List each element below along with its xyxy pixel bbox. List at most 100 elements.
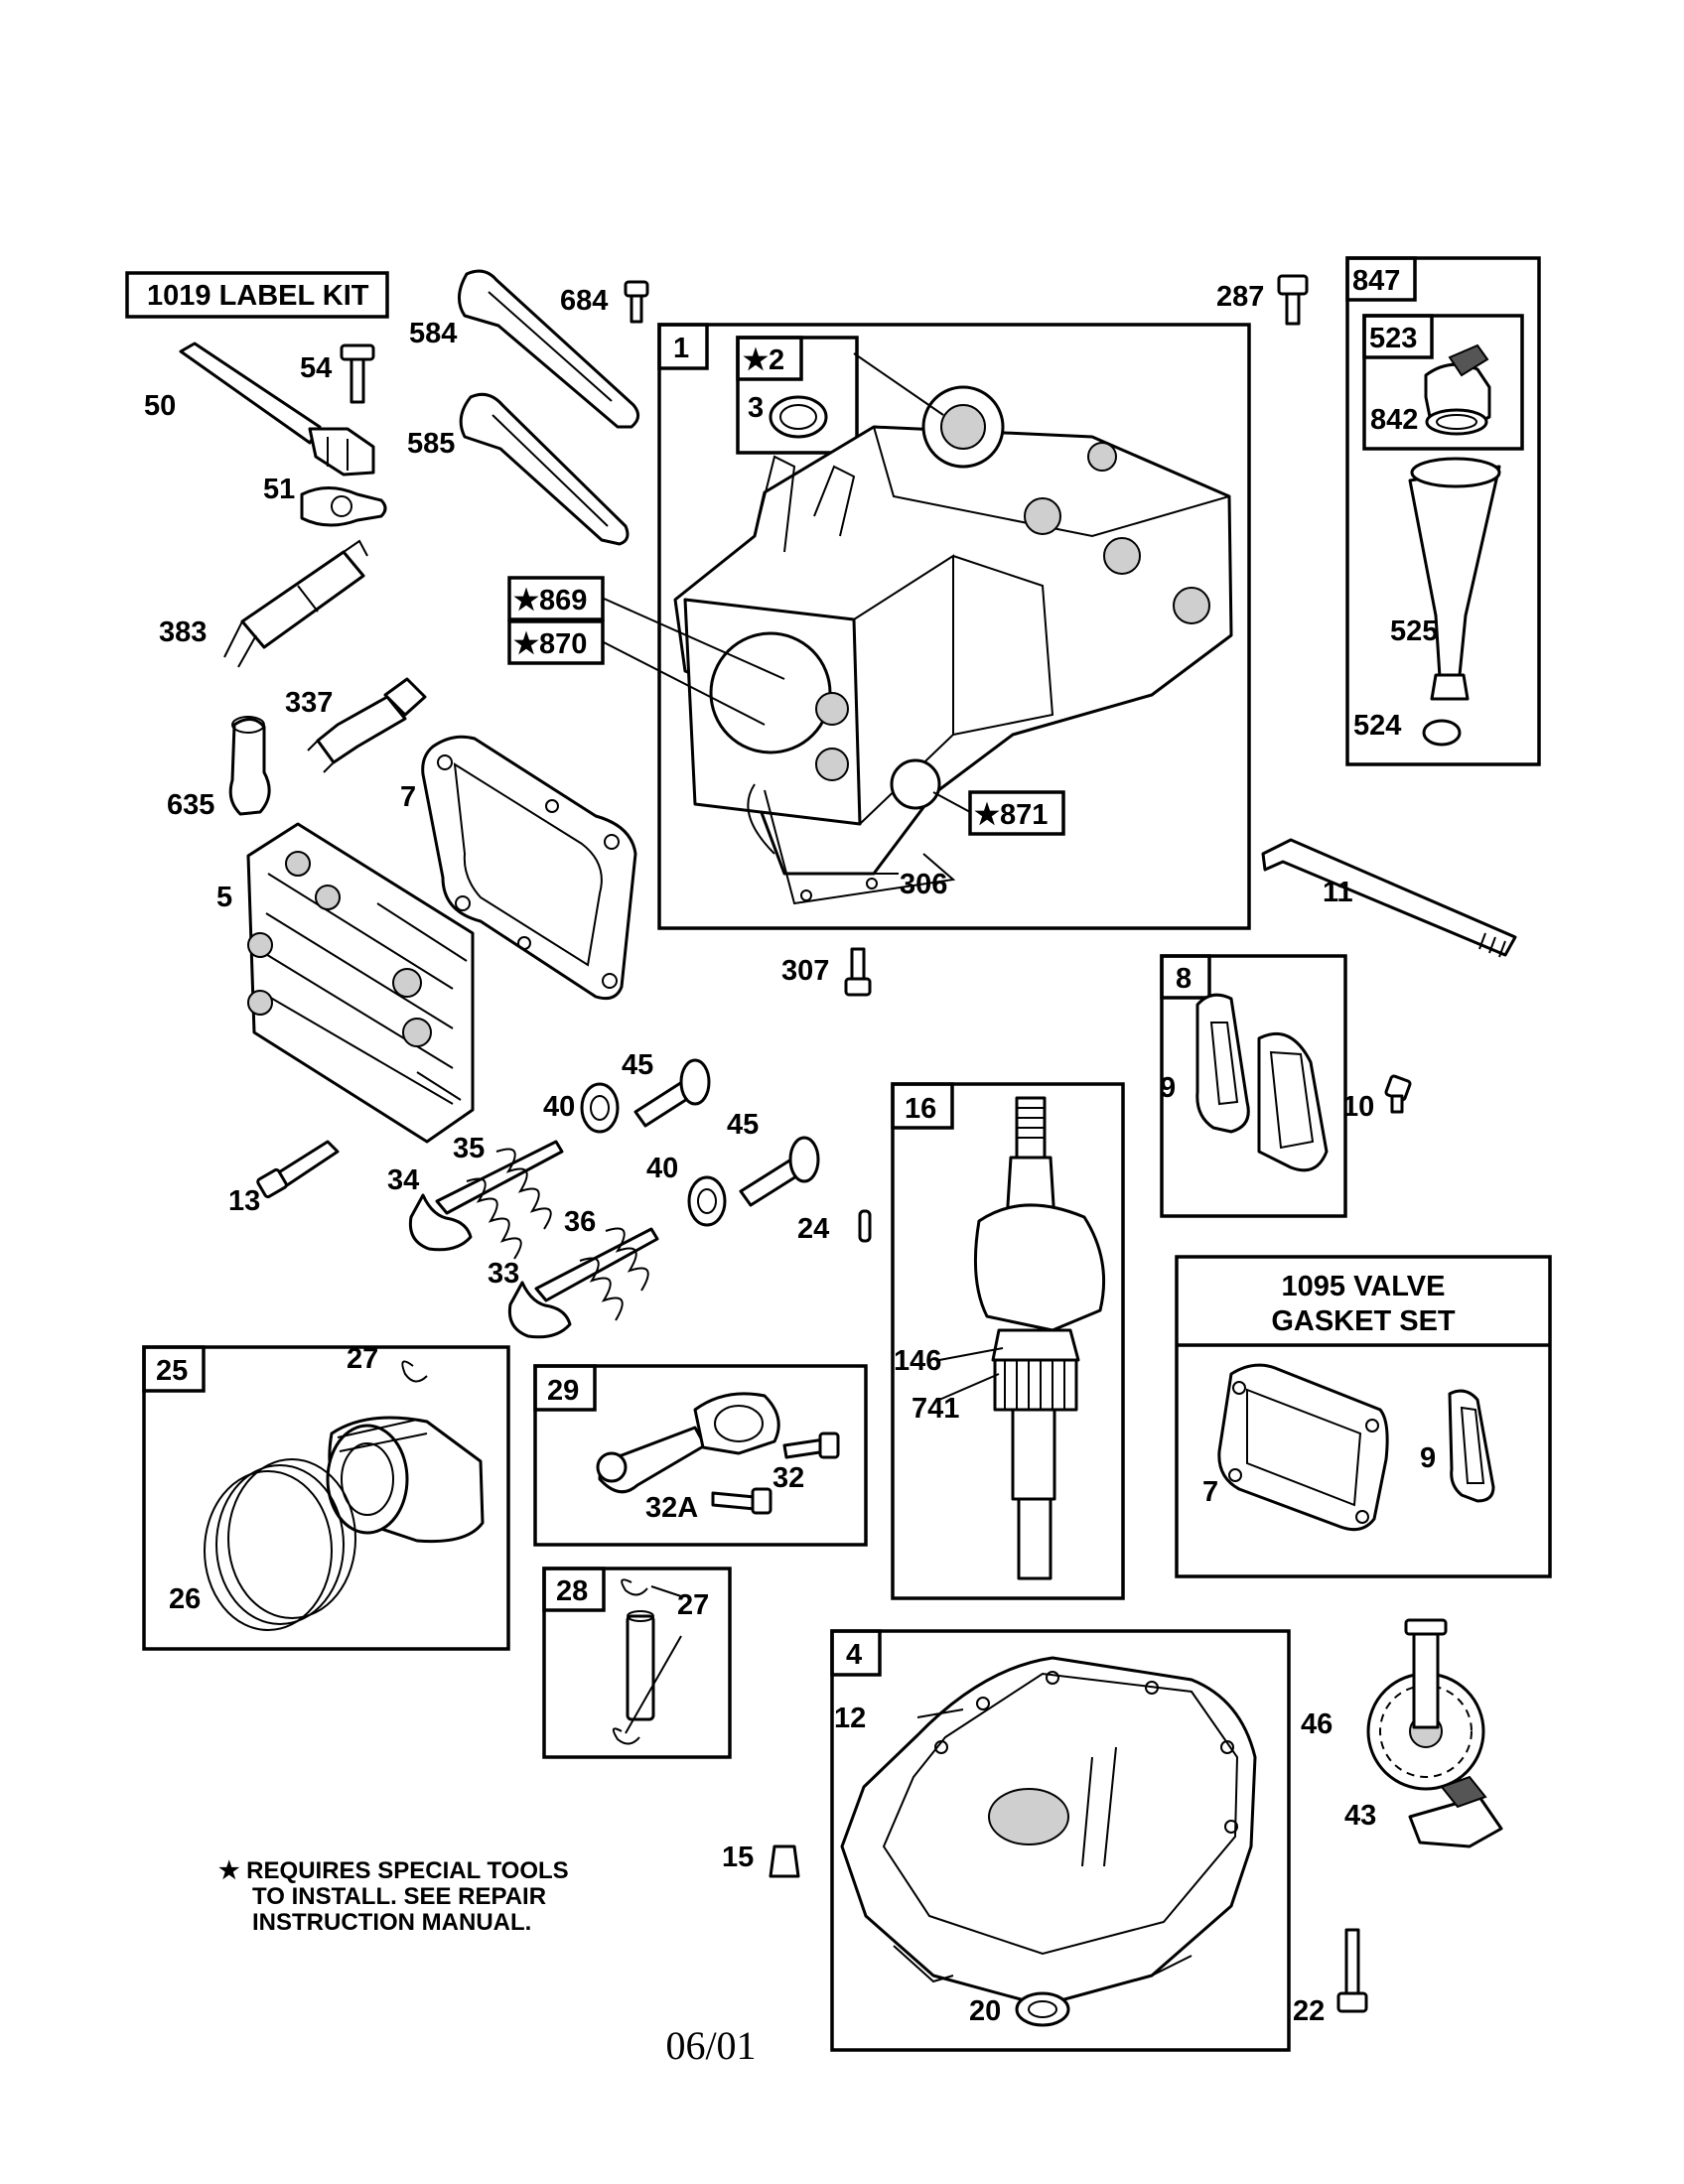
valve-gasket-title-1: 1095 VALVE [1282, 1271, 1446, 1302]
spark-plug-337-part [307, 677, 427, 773]
gasket-8-group: 8 [1160, 954, 1347, 1218]
label-22: 22 [1293, 1995, 1325, 2027]
label-27-pin: 27 [677, 1589, 709, 1621]
label-525: 525 [1390, 615, 1438, 647]
clip-27a-part [401, 1360, 428, 1383]
label-146: 146 [894, 1345, 941, 1377]
fuel-pipe-383-part [223, 539, 368, 668]
valve-spring-36-part [579, 1227, 649, 1321]
label-46: 46 [1301, 1708, 1333, 1740]
breather-gasket-585-part [459, 392, 630, 546]
label-54: 54 [300, 352, 332, 384]
dipstick-cap-523-part [1424, 343, 1491, 427]
footer-date: 06/01 [665, 2023, 756, 2068]
camshaft-gear-part [1366, 1618, 1485, 1791]
box-label-4: 4 [846, 1639, 862, 1671]
box-label-29: 29 [547, 1375, 579, 1407]
valve-spring-35-part [466, 1148, 552, 1260]
label-43: 43 [1344, 1800, 1376, 1832]
valve-cover-part [1257, 1032, 1329, 1172]
label-3: 3 [748, 392, 764, 424]
label-307: 307 [781, 955, 829, 987]
label-524: 524 [1353, 710, 1401, 742]
label-383: 383 [159, 616, 207, 648]
fill-tube-11-part [1261, 838, 1517, 958]
tappet-45a-part [633, 1058, 711, 1128]
label-7-head-gasket: 7 [400, 781, 416, 813]
o-ring-524-part [1422, 719, 1462, 747]
bolt-287-part [1277, 274, 1309, 326]
label-24: 24 [797, 1213, 829, 1245]
seal-3-part [769, 395, 828, 439]
dipstick-tube-525-part [1408, 457, 1501, 701]
piston-rings-26-part [204, 1458, 356, 1631]
note-line-3: INSTRUCTION MANUAL. [252, 1909, 531, 1936]
valve-gasket-title-2: GASKET SET [1271, 1305, 1456, 1337]
spring-retainer-40a-part [580, 1082, 620, 1134]
pin-24-part [858, 1209, 872, 1243]
label-337: 337 [285, 687, 333, 719]
connecting-rod-group-29: 29 [533, 1364, 868, 1547]
box-label-25: 25 [156, 1355, 188, 1387]
label-5: 5 [216, 882, 232, 913]
seal-2-group: ★2 [736, 336, 859, 455]
box-label-1: 1 [673, 333, 689, 364]
label-50: 50 [144, 390, 176, 422]
label-51: 51 [263, 474, 295, 505]
piston-group-25: 25 [142, 1345, 510, 1651]
spring-retainer-40b-part [687, 1175, 727, 1227]
label-584: 584 [409, 318, 457, 349]
rod-bolt-32-part [782, 1432, 840, 1459]
label-10: 10 [1342, 1091, 1374, 1123]
box-label-523: 523 [1369, 323, 1417, 354]
breather-tube-part [179, 341, 375, 477]
box-label-16: 16 [905, 1093, 936, 1125]
sump-group-4: 4 [830, 1629, 1291, 2052]
bolt-684-part [624, 280, 649, 324]
breather-gasket-584-part [458, 269, 639, 429]
bolt-13-part [256, 1140, 340, 1199]
leader-lines [601, 352, 1004, 1734]
box-label-2: ★2 [743, 344, 784, 376]
screw-54-part [340, 343, 375, 404]
plug-15-part [769, 1844, 800, 1878]
oil-seal-20-part [1015, 1991, 1070, 2027]
callout-871: ★871 [968, 790, 1065, 836]
box-label-28: 28 [556, 1575, 588, 1607]
bolt-307-part [844, 947, 872, 997]
piston-part [326, 1416, 485, 1544]
part-labels: 684 584 54 50 585 51 383 337 635 7 5 3 3… [144, 281, 1438, 2027]
label-33: 33 [488, 1258, 519, 1290]
connecting-rod-part [596, 1392, 780, 1494]
crankshaft-part [973, 1096, 1106, 1580]
callout-870: ★870 [507, 619, 605, 665]
piston-pin-group-28: 28 [542, 1567, 732, 1759]
box-label-870: ★870 [513, 628, 587, 660]
crankcase-sump-part [840, 1656, 1257, 2007]
label-585: 585 [407, 428, 455, 460]
label-287: 287 [1216, 281, 1264, 313]
note-line-1: ★ REQUIRES SPECIAL TOOLS [218, 1857, 569, 1884]
exhaust-valve-part [507, 1227, 659, 1339]
dipstick-group-847: 847 523 [1345, 256, 1541, 766]
special-tools-note: ★ REQUIRES SPECIAL TOOLS TO INSTALL. SEE… [218, 1857, 569, 1936]
label-684: 684 [560, 285, 608, 317]
label-45-lower: 45 [727, 1109, 759, 1141]
label-13: 13 [228, 1185, 260, 1217]
label-741: 741 [912, 1393, 959, 1425]
label-kit-title: 1019 LABEL KIT [147, 280, 369, 312]
governor-43-part [1408, 1775, 1503, 1848]
label-32a: 32A [645, 1492, 698, 1524]
label-9-gasket: 9 [1160, 1072, 1176, 1104]
box-label-871: ★871 [974, 799, 1048, 831]
o-ring-842-part [1425, 408, 1488, 436]
box-label-847: 847 [1352, 265, 1400, 297]
screw-10-part [1384, 1074, 1412, 1114]
label-9-kit: 9 [1420, 1442, 1436, 1474]
cylinder-head-5-part [246, 822, 475, 1144]
crankshaft-group-16: 16 [891, 1082, 1125, 1600]
head-gasket-7-part [421, 735, 637, 1001]
gasket-9-part [1195, 993, 1250, 1134]
label-35: 35 [453, 1133, 485, 1164]
